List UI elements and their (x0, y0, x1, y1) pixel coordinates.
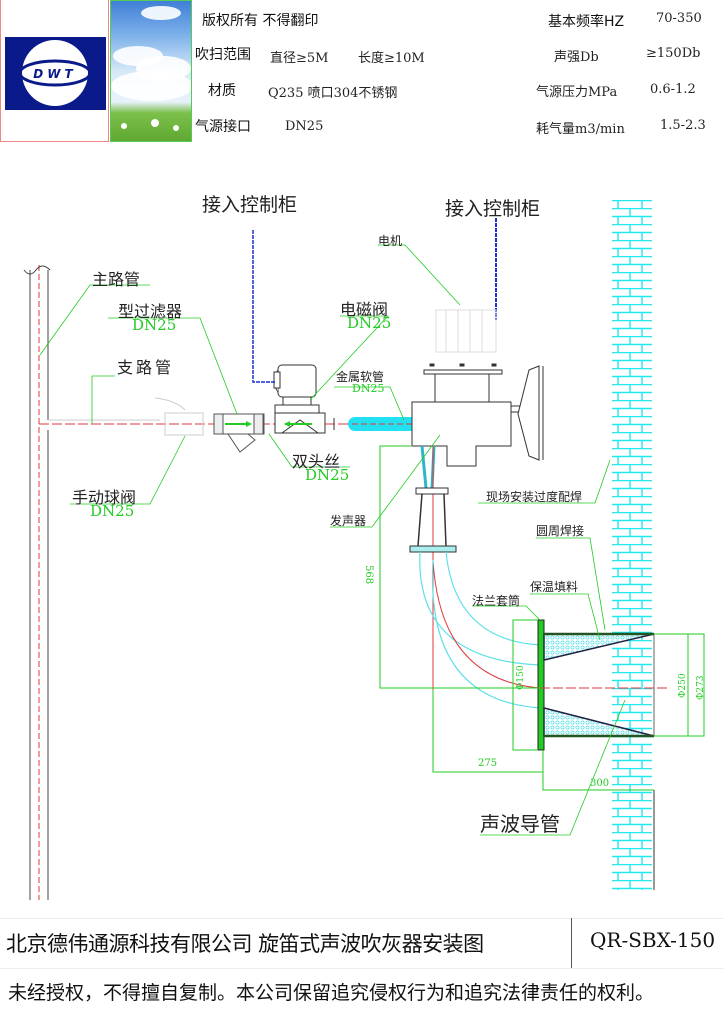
solenoid-valve (273, 364, 335, 434)
label-branch-pipe: 支路管 (117, 358, 175, 377)
spec-value-diameter: 直径≥5M (270, 51, 329, 66)
label-insulation: 保温填料 (530, 580, 579, 594)
dim-300: 300 (590, 778, 610, 789)
sound-guide-tube (537, 619, 668, 751)
label-ball-valve: 手动球阀 (72, 488, 137, 507)
footer-title: 北京德伟通源科技有限公司 旋笛式声波吹灰器安装图 (6, 932, 484, 956)
header-spec-table: DWT 版权所有 不得翻印 吹扫范围 直径≥5M 长度≥10M 材质 Q235 … (0, 0, 724, 150)
copyright-label: 版权所有 不得翻印 (202, 13, 319, 29)
label-ball-valve-size: DN25 (90, 502, 135, 520)
label-solenoid-valve: 电磁阀 (340, 300, 389, 319)
dim-275: 275 (478, 758, 498, 769)
company-logo: DWT (0, 0, 109, 142)
label-y-filter-size: DN25 (132, 316, 177, 334)
spec-label-intensity: 声强Db (554, 50, 599, 65)
ball-valve (154, 397, 204, 436)
y-filter (213, 413, 265, 453)
spec-label-consumption: 耗气量m3/min (536, 122, 625, 137)
footer-separator (571, 918, 572, 968)
label-solenoid-valve-size: DN25 (347, 314, 392, 332)
globe-icon: DWT (18, 40, 92, 106)
motor (435, 309, 497, 353)
dim-d150: Φ150 (516, 665, 526, 690)
sounder-body (411, 363, 544, 467)
label-y-filter: 型过滤器 (118, 302, 183, 321)
label-circ-weld: 圆周焊接 (536, 524, 585, 538)
drawing-code: QR-SBX-150 (590, 928, 716, 952)
spec-value-frequency: 70-350 (656, 11, 702, 26)
leader-lines (39, 244, 626, 836)
label-control-cabinet-1: 接入控制柜 (202, 194, 298, 216)
spec-label-range: 吹扫范围 (195, 47, 251, 63)
spec-value-pressure: 0.6-1.2 (650, 82, 696, 97)
label-field-weld: 现场安装过度配焊 (486, 490, 583, 504)
spec-label-air-inlet: 气源接口 (195, 119, 251, 135)
dimension-lines (379, 445, 705, 791)
label-flange-sleeve: 法兰套筒 (472, 594, 521, 608)
label-sound-guide: 声波导管 (480, 812, 560, 836)
spec-value-air-inlet: DN25 (285, 119, 324, 134)
label-metal-hose: 金属软管 (336, 370, 385, 384)
copyright-notice: 未经授权，不得擅自复制。本公司保留追究侵权行为和追究法律责任的权利。 (8, 982, 655, 1004)
spec-label-pressure: 气源压力MPa (536, 85, 618, 100)
spec-value-material: Q235 喷口304不锈钢 (268, 86, 398, 101)
dim-d250: Φ250 (678, 673, 688, 698)
spec-value-intensity: ≥150Db (646, 46, 701, 61)
logo-text: DWT (33, 67, 76, 81)
brick-wall (612, 200, 655, 890)
label-metal-hose-size: DN25 (352, 382, 385, 395)
sky-photo (110, 0, 192, 142)
label-double-thread: 双头丝 (292, 452, 341, 471)
footer-divider-bottom (0, 968, 724, 969)
spec-value-consumption: 1.5-2.3 (660, 118, 706, 133)
footer-divider-top (0, 918, 724, 919)
label-control-cabinet-2: 接入控制柜 (445, 198, 541, 220)
spec-label-material: 材质 (208, 83, 236, 99)
label-sounder: 发声器 (330, 514, 367, 528)
label-motor: 电机 (378, 234, 403, 248)
spec-value-length: 长度≥10M (358, 51, 425, 66)
label-main-pipe: 主路管 (92, 270, 141, 289)
label-double-thread-size: DN25 (305, 466, 350, 484)
spec-label-frequency: 基本频率HZ (548, 14, 625, 30)
dim-d273: Φ273 (696, 675, 706, 700)
dim-vertical-568: 568 (363, 565, 374, 585)
main-pipe (23, 265, 51, 900)
logo-background: DWT (5, 37, 106, 110)
control-wire-1 (252, 230, 275, 383)
